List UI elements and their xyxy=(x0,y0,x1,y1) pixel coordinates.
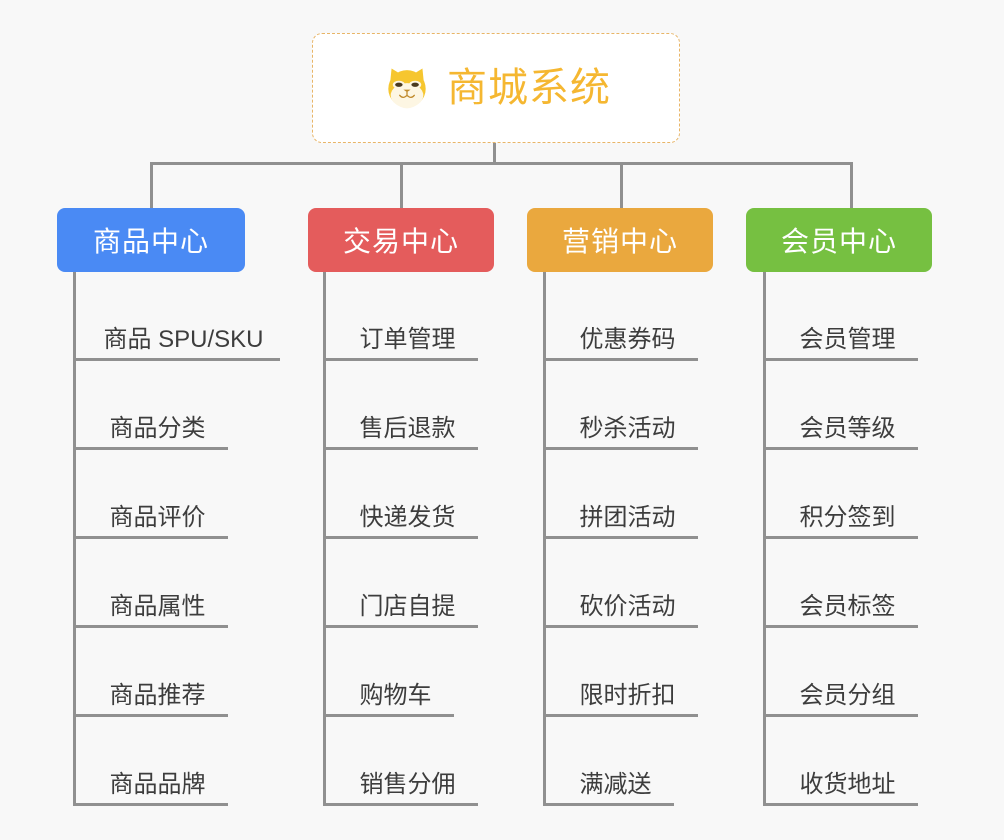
leaf-item-label: 秒杀活动 xyxy=(579,415,676,443)
leaf-item[interactable]: 满减送 xyxy=(543,717,674,806)
leaf-item[interactable]: 商品推荐 xyxy=(73,628,228,717)
leaf-item[interactable]: 快递发货 xyxy=(323,450,478,539)
leaf-item-label: 收货地址 xyxy=(799,771,896,799)
leaf-item[interactable]: 售后退款 xyxy=(323,361,478,450)
horizontal-bus-connector xyxy=(150,162,852,165)
leaf-column-3: 优惠券码秒杀活动拼团活动砍价活动限时折扣满减送 xyxy=(543,272,803,806)
leaf-item[interactable]: 会员管理 xyxy=(763,272,918,361)
leaf-item[interactable]: 秒杀活动 xyxy=(543,361,698,450)
leaf-item[interactable]: 优惠券码 xyxy=(543,272,698,361)
category-label: 营销中心 xyxy=(561,226,678,257)
leaf-item[interactable]: 门店自提 xyxy=(323,539,478,628)
leaf-item[interactable]: 收货地址 xyxy=(763,717,918,806)
leaf-spine-connector xyxy=(763,272,766,806)
leaf-item-label: 拼团活动 xyxy=(579,504,676,532)
leaf-item-label: 商品品牌 xyxy=(109,771,206,799)
leaf-item-label: 商品推荐 xyxy=(109,682,206,710)
branch-drop-connector-2 xyxy=(400,162,403,208)
category-label: 交易中心 xyxy=(342,226,459,257)
leaf-item-label: 售后退款 xyxy=(359,415,456,443)
leaf-item[interactable]: 拼团活动 xyxy=(543,450,698,539)
branch-drop-connector-1 xyxy=(150,162,153,208)
leaf-item-label: 砍价活动 xyxy=(579,593,676,621)
leaf-item-label: 商品评价 xyxy=(109,504,206,532)
dog-face-icon xyxy=(381,62,433,114)
root-stem-connector xyxy=(493,143,496,165)
leaf-item-label: 积分签到 xyxy=(799,504,896,532)
leaf-item-label: 会员分组 xyxy=(799,682,896,710)
leaf-spine-connector xyxy=(323,272,326,806)
branch-drop-connector-4 xyxy=(850,162,853,208)
leaf-item-label: 会员管理 xyxy=(799,326,896,354)
leaf-column-1: 商品 SPU/SKU 商品分类商品评价商品属性商品推荐商品品牌 xyxy=(73,272,333,806)
leaf-item[interactable]: 砍价活动 xyxy=(543,539,698,628)
leaf-item[interactable]: 商品评价 xyxy=(73,450,228,539)
leaf-item-label: 门店自提 xyxy=(359,593,456,621)
leaf-spine-connector xyxy=(73,272,76,806)
leaf-item-label: 销售分佣 xyxy=(359,771,456,799)
leaf-item[interactable]: 订单管理 xyxy=(323,272,478,361)
leaf-item[interactable]: 积分签到 xyxy=(763,450,918,539)
leaf-item-label: 会员等级 xyxy=(799,415,896,443)
leaf-item-label: 限时折扣 xyxy=(579,682,676,710)
leaf-item-label: 订单管理 xyxy=(359,326,456,354)
category-box-4[interactable]: 会员中心 xyxy=(746,208,932,272)
root-node[interactable]: 商城系统 xyxy=(312,33,680,143)
leaf-item-label: 商品分类 xyxy=(109,415,206,443)
branch-drop-connector-3 xyxy=(620,162,623,208)
leaf-item-label: 商品属性 xyxy=(109,593,206,621)
leaf-column-4: 会员管理会员等级积分签到会员标签会员分组收货地址 xyxy=(763,272,1004,806)
leaf-item[interactable]: 商品分类 xyxy=(73,361,228,450)
category-label: 商品中心 xyxy=(92,226,209,257)
leaf-item[interactable]: 会员分组 xyxy=(763,628,918,717)
leaf-item-label: 会员标签 xyxy=(799,593,896,621)
leaf-item[interactable]: 购物车 xyxy=(323,628,454,717)
leaf-item[interactable]: 商品品牌 xyxy=(73,717,228,806)
leaf-item[interactable]: 会员等级 xyxy=(763,361,918,450)
category-box-2[interactable]: 交易中心 xyxy=(308,208,494,272)
leaf-item[interactable]: 销售分佣 xyxy=(323,717,478,806)
category-box-3[interactable]: 营销中心 xyxy=(527,208,713,272)
leaf-spine-connector xyxy=(543,272,546,806)
leaf-item-label: 快递发货 xyxy=(359,504,456,532)
root-title: 商城系统 xyxy=(447,66,611,110)
leaf-column-2: 订单管理售后退款快递发货门店自提购物车销售分佣 xyxy=(323,272,583,806)
leaf-item-label: 商品 SPU/SKU xyxy=(103,326,264,354)
leaf-item[interactable]: 会员标签 xyxy=(763,539,918,628)
leaf-item[interactable]: 商品 SPU/SKU xyxy=(73,272,280,361)
category-label: 会员中心 xyxy=(780,226,897,257)
leaf-item-label: 购物车 xyxy=(359,682,432,710)
leaf-item-label: 满减送 xyxy=(579,771,652,799)
category-box-1[interactable]: 商品中心 xyxy=(57,208,245,272)
leaf-item[interactable]: 限时折扣 xyxy=(543,628,698,717)
leaf-item-label: 优惠券码 xyxy=(579,326,676,354)
leaf-item[interactable]: 商品属性 xyxy=(73,539,228,628)
